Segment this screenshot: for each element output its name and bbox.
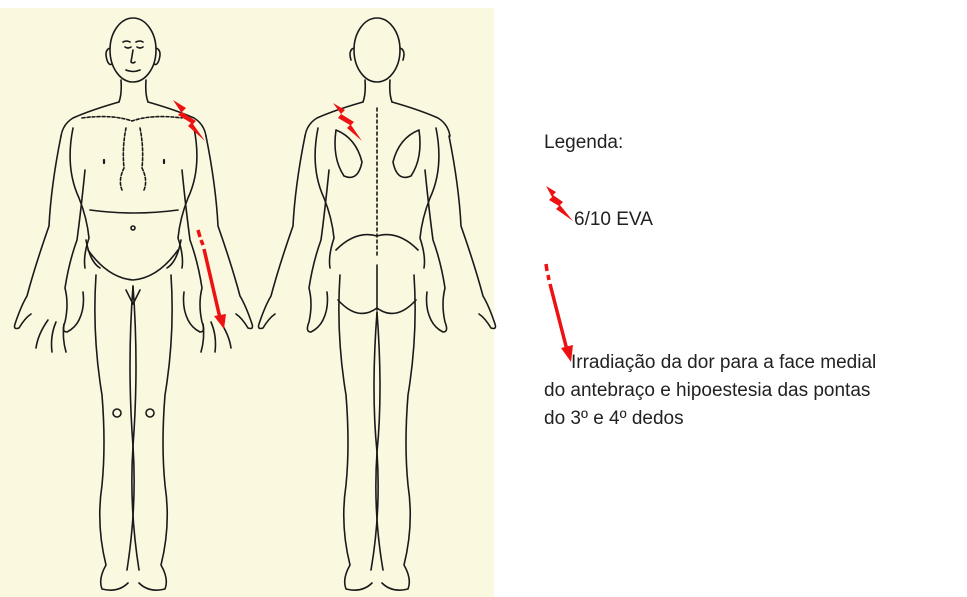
legend-eva-label: 6/10 EVA — [574, 209, 653, 231]
dashed-arrow-icon — [546, 264, 573, 362]
legend-radiation-line3: do 3º e 4º dedos — [544, 405, 964, 433]
diagram-background — [0, 8, 494, 597]
legend-radiation-label: Irradiação da dor para a face medial do … — [544, 349, 964, 433]
legend-radiation-line2: do antebraço e hipoestesia das pontas — [544, 377, 964, 405]
lightning-bolt-icon — [546, 186, 573, 221]
legend-radiation-line1: Irradiação da dor para a face medial — [571, 352, 876, 373]
legend-title: Legenda: — [544, 132, 623, 154]
